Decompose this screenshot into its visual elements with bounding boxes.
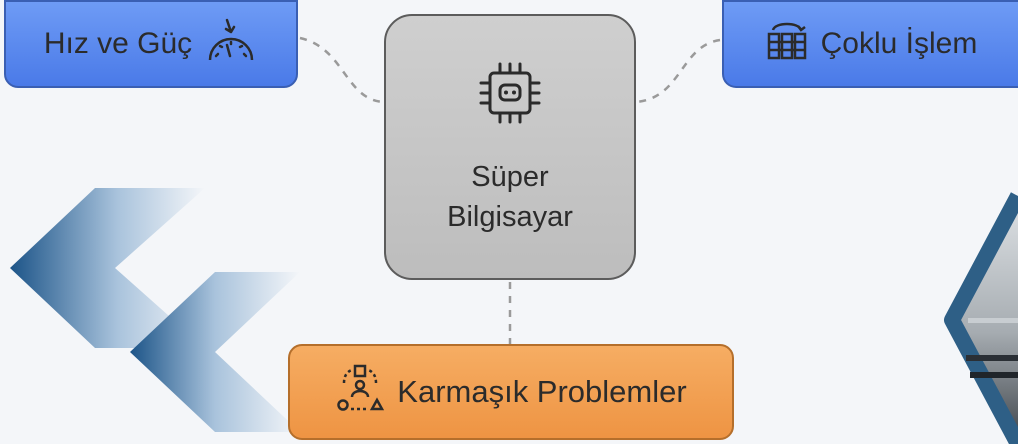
complex-problems-label: Karmaşık Problemler	[397, 374, 687, 409]
hexagon-photo-frame	[944, 192, 1018, 444]
supercomputer-title-line2: Bilgisayar	[447, 200, 573, 233]
complex-shapes-icon	[335, 363, 385, 421]
connector-speed	[299, 36, 385, 104]
speedometer-icon	[204, 16, 258, 72]
chevron-shape	[130, 272, 300, 432]
multi-processing-label: Çoklu İşlem	[820, 27, 978, 60]
complex-problems-node: Karmaşık Problemler	[288, 344, 734, 440]
parallel-processing-icon	[765, 18, 809, 70]
connector-multi	[635, 38, 721, 104]
supercomputer-node: Süper Bilgisayar	[384, 14, 636, 280]
cpu-chip-icon	[475, 58, 545, 139]
multi-processing-node: Çoklu İşlem	[722, 0, 1018, 88]
speed-power-label: Hız ve Güç	[43, 27, 193, 60]
supercomputer-title-line1: Süper	[471, 160, 549, 193]
chevron-shape	[10, 188, 205, 348]
speed-power-node: Hız ve Güç	[4, 0, 298, 88]
